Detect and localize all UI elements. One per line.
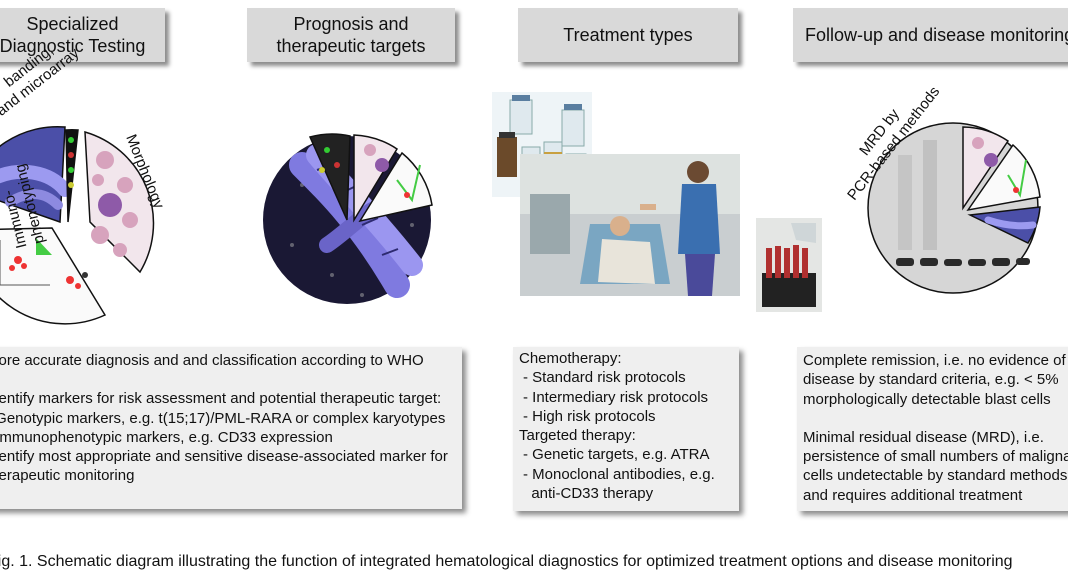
follow-up-box: Complete remission, i.e. no evidence of … xyxy=(797,347,1068,511)
box2-line: - Monoclonal antibodies, e.g. xyxy=(523,465,715,483)
box3-line: and requires additional treatment xyxy=(803,486,1023,504)
box3-line: persistence of small numbers of malignan… xyxy=(803,448,1068,466)
header-treatment-types: Treatment types xyxy=(518,8,738,62)
treatment-types-box: Chemotherapy: - Standard risk protocols … xyxy=(513,347,739,511)
box3-line: Complete remission, i.e. no evidence of xyxy=(803,352,1066,369)
microarray-inset xyxy=(308,133,351,221)
nurse-figure xyxy=(678,184,720,254)
mrd-gel-pie xyxy=(867,122,1041,294)
header-follow-up: Follow-up and disease monitoring xyxy=(793,8,1068,62)
diagnostic-pie-chart xyxy=(0,125,155,325)
box3-line: cells undetectable by standard methods xyxy=(803,467,1068,485)
prognosis-chromosome-image xyxy=(263,133,433,304)
box2-line: - High risk protocols xyxy=(523,407,656,425)
box2-line: Targeted therapy: xyxy=(519,427,636,445)
box3-line: morphologically detectable blast cells xyxy=(803,390,1051,408)
box1-line: Identify most appropriate and sensitive … xyxy=(0,448,448,466)
box2-line: - Genetic targets, e.g. ATRA xyxy=(523,446,710,464)
sample-tubes-photo xyxy=(756,218,822,312)
box1-line: More accurate diagnosis and and classifi… xyxy=(0,352,424,369)
flow-inset xyxy=(358,151,433,223)
box3-line: disease by standard criteria, e.g. < 5% xyxy=(803,371,1059,389)
flow-inset xyxy=(966,143,1041,212)
box2-line: Chemotherapy: xyxy=(519,350,622,367)
box2-line: - Standard risk protocols xyxy=(523,369,686,387)
microarray-wedge xyxy=(65,129,79,223)
box1-line: Identify markers for risk assessment and… xyxy=(0,390,442,408)
morphology-inset xyxy=(353,134,399,223)
gel-bands xyxy=(896,258,1030,266)
box1-line: therapeutic monitoring xyxy=(0,467,135,485)
patient-treatment-photo xyxy=(520,154,740,296)
box1-line: - Immunophenotypic markers, e.g. CD33 ex… xyxy=(0,428,333,446)
box2-line: anti-CD33 therapy xyxy=(523,485,654,503)
box3-line: Minimal residual disease (MRD), i.e. xyxy=(803,428,1044,446)
diagnostic-outcomes-box: More accurate diagnosis and and classifi… xyxy=(0,347,462,509)
box1-line: - Genotypic markers, e.g. t(15;17)/PML-R… xyxy=(0,409,446,427)
box2-line: - Intermediary risk protocols xyxy=(523,388,709,406)
figure-caption: Fig. 1. Schematic diagram illustrating t… xyxy=(0,553,1013,570)
immunophenotyping-wedge xyxy=(0,227,107,325)
